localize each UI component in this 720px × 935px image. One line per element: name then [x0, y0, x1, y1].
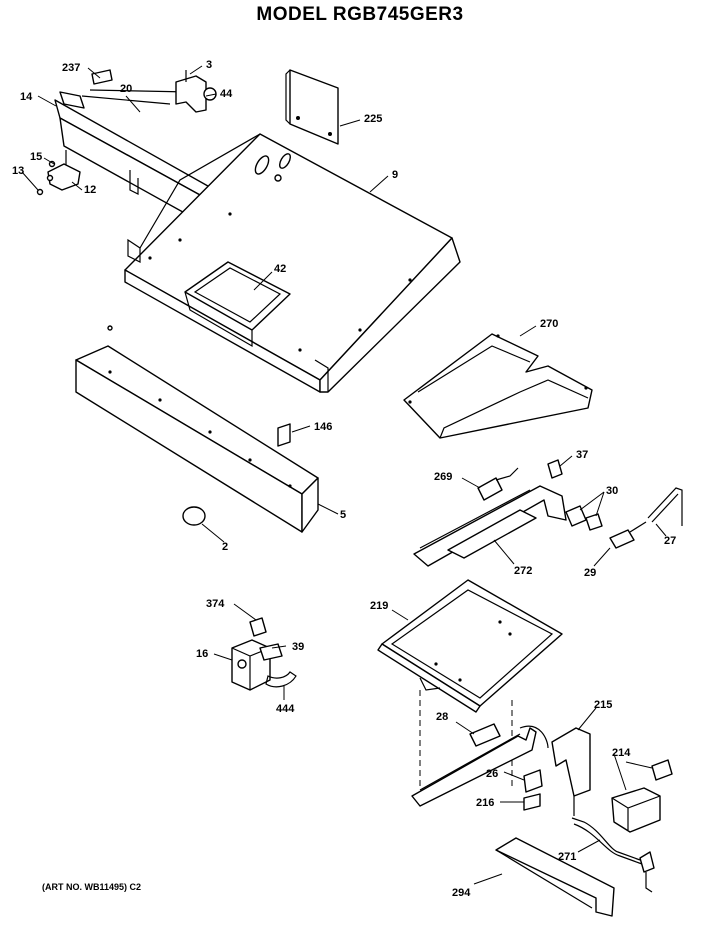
part-label-272: 272 [514, 565, 532, 577]
broiler-pan-219 [377, 579, 563, 713]
diagram-title: MODEL RGB745GER3 [256, 4, 464, 25]
part-label-12: 12 [84, 184, 96, 196]
part-label-20: 20 [120, 83, 132, 95]
leader-lines [21, 65, 667, 885]
part-label-214: 214 [612, 747, 631, 759]
part-label-374: 374 [206, 598, 225, 610]
part-label-13: 13 [12, 165, 24, 177]
part-label-237: 237 [62, 62, 80, 74]
valve-assembly [231, 617, 297, 691]
part-label-14: 14 [20, 91, 33, 103]
bracket-37 [547, 459, 563, 479]
part-label-16: 16 [196, 648, 208, 660]
part-label-146: 146 [314, 421, 332, 433]
shield-225 [285, 69, 339, 145]
part-label-225: 225 [364, 113, 382, 125]
part-label-15: 15 [30, 151, 42, 163]
part-label-39: 39 [292, 641, 304, 653]
part-label-5: 5 [340, 509, 346, 521]
knob-2 [182, 506, 206, 526]
part-label-219: 219 [370, 600, 388, 612]
part-label-29: 29 [584, 567, 596, 579]
part-label-216: 216 [476, 797, 494, 809]
part-label-26: 26 [486, 768, 498, 780]
burner-box-9 [124, 133, 461, 393]
part-label-215: 215 [594, 699, 612, 711]
part-label-269: 269 [434, 471, 452, 483]
rail-5 [75, 325, 319, 533]
part-label-30: 30 [606, 485, 618, 497]
part-label-44: 44 [220, 88, 233, 100]
part-label-2: 2 [222, 541, 228, 553]
part-label-37: 37 [576, 449, 588, 461]
part-label-3: 3 [206, 59, 212, 71]
part-label-271: 271 [558, 851, 576, 863]
part-label-28: 28 [436, 711, 448, 723]
part-label-9: 9 [392, 169, 398, 181]
oven-burner-assembly [411, 723, 549, 811]
broil-burner-assembly [413, 467, 683, 567]
clip-146 [277, 423, 291, 447]
art-number: (ART NO. WB11495) C2 [42, 882, 141, 892]
igniter-assembly [495, 727, 673, 917]
part-label-42: 42 [274, 263, 286, 275]
part-label-294: 294 [452, 887, 471, 899]
part-label-444: 444 [276, 703, 295, 715]
heat-shield-270 [403, 333, 593, 439]
part-label-27: 27 [664, 535, 676, 547]
part-label-270: 270 [540, 318, 558, 330]
